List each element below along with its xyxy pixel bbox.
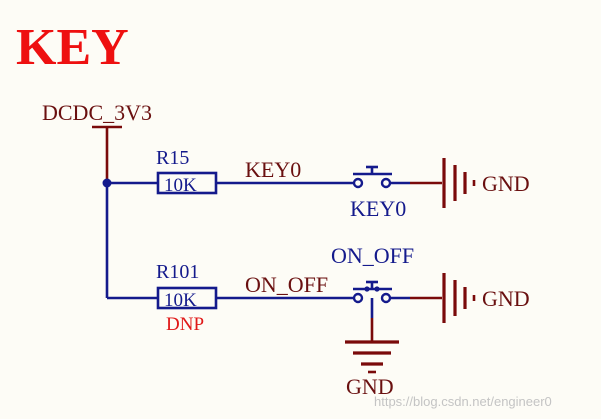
resistor-note-dnp: DNP	[166, 314, 204, 335]
power-net-label: DCDC_3V3	[42, 100, 152, 125]
push-switch-on-off: ON_OFF	[330, 243, 414, 318]
net-label-on-off: ON_OFF	[245, 272, 328, 297]
schematic-title: KEY	[16, 19, 129, 76]
ground-label-row2: GND	[482, 286, 530, 311]
ground-symbol-bottom: GND	[345, 318, 399, 399]
ground-symbol-row2: GND	[442, 273, 530, 323]
row-on-off: R101 10K DNP ON_OFF ON_OFF	[107, 243, 530, 399]
resistor-value-r15: 10K	[164, 175, 197, 196]
switch-label-key0: KEY0	[350, 196, 406, 221]
resistor-value-r101: 10K	[164, 290, 197, 311]
ground-symbol-row1: GND	[442, 158, 530, 208]
ground-label-bottom: GND	[346, 374, 394, 399]
resistor-ref-r15: R15	[156, 147, 189, 169]
switch-label-on-off: ON_OFF	[331, 243, 414, 268]
resistor-r15: R15 10K	[156, 147, 218, 196]
push-switch-key0: KEY0	[330, 165, 410, 221]
resistor-ref-r101: R101	[156, 261, 199, 283]
watermark: https://blog.csdn.net/engineer0	[374, 394, 552, 409]
ground-label-row1: GND	[482, 171, 530, 196]
row-key0: R15 10K KEY0 KEY0 GND	[107, 147, 530, 221]
net-label-key0: KEY0	[245, 157, 301, 182]
resistor-r101: R101 10K DNP	[156, 261, 218, 335]
power-rail	[92, 125, 122, 298]
